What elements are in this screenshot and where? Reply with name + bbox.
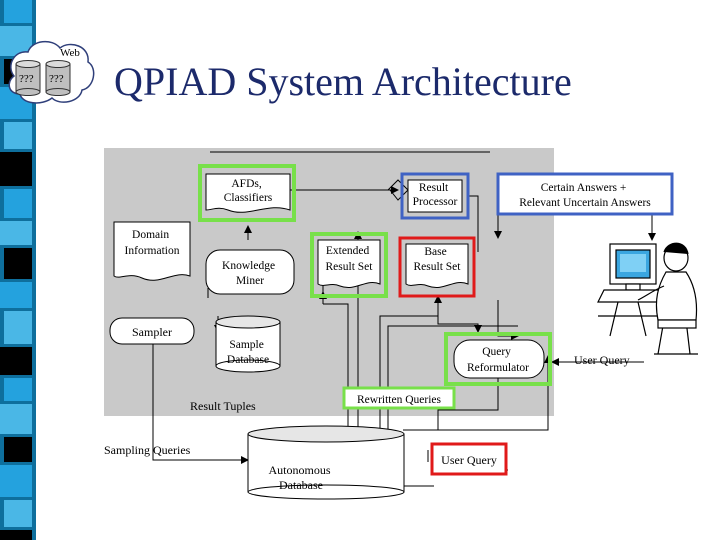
knowledge-miner-label: Knowledge Miner xyxy=(222,260,278,287)
stripe-block xyxy=(0,530,32,540)
sample-database-cylinder xyxy=(215,315,281,373)
architecture-diagram: AFDs, Classifiers Result Processor Certa… xyxy=(104,148,698,500)
rewritten-queries-label: Rewritten Queries xyxy=(357,394,442,406)
stripe-block xyxy=(4,122,32,149)
sampler-box xyxy=(109,317,195,345)
autonomous-database-label: Autonomous Database xyxy=(268,463,333,492)
logo-q1-text: ??? xyxy=(19,73,34,85)
stripe-block xyxy=(0,221,32,245)
stripe-block xyxy=(4,311,32,344)
stripe-block xyxy=(4,189,32,218)
result-tuples-label: Result Tuples xyxy=(190,399,256,413)
stripe-block xyxy=(0,465,32,497)
extended-result-set-box xyxy=(310,232,388,298)
base-result-set-box xyxy=(398,236,476,298)
user-query-bottom-label: User Query xyxy=(441,453,497,467)
afds-box xyxy=(198,164,296,222)
stripe-block xyxy=(4,500,32,527)
database-icon: ??? xyxy=(45,60,71,96)
rewritten-queries-box xyxy=(342,386,456,410)
answers-label: Certain Answers + Relevant Uncertain Ans… xyxy=(519,182,651,209)
stripe-block xyxy=(4,378,32,401)
result-processor-box xyxy=(400,172,470,220)
query-reformulator-label: Query Reformulator xyxy=(467,346,529,374)
logo-q2-text: ??? xyxy=(49,73,64,85)
user-query-bottom-box xyxy=(430,442,508,476)
stripe-block xyxy=(4,437,32,462)
domain-information-label: Domain Information xyxy=(125,229,180,257)
knowledge-miner-box xyxy=(205,249,295,295)
stripe-block xyxy=(0,282,32,308)
web-database-logo-icon: Web ??? ??? xyxy=(8,40,95,104)
sample-database-label: Sample Database xyxy=(227,339,269,366)
slide-title: QPIAD System Architecture xyxy=(114,59,572,104)
extended-result-set-label: Extended Result Set xyxy=(326,245,374,273)
user-query-right-label: User Query xyxy=(574,353,630,367)
afds-label: AFDs, Classifiers xyxy=(224,178,273,204)
database-icon: ??? xyxy=(15,60,41,96)
query-reformulator-box xyxy=(444,332,552,386)
result-processor-label: Result Processor xyxy=(413,182,458,208)
sampling-queries-label: Sampling Queries xyxy=(104,443,191,457)
logo-web-text: Web xyxy=(60,47,80,59)
stripe-block xyxy=(0,152,32,186)
stripe-block xyxy=(0,404,32,434)
answers-box xyxy=(496,172,674,216)
base-result-set-label: Base Result Set xyxy=(414,246,462,273)
stripe-block xyxy=(0,26,32,56)
domain-information-doc xyxy=(113,221,191,281)
stripe-block xyxy=(4,248,32,279)
computer-user-icon xyxy=(597,242,698,355)
sampler-label: Sampler xyxy=(132,325,172,339)
autonomous-database-cylinder xyxy=(247,425,405,500)
stripe-block xyxy=(0,347,32,375)
stripe-block xyxy=(4,0,32,23)
